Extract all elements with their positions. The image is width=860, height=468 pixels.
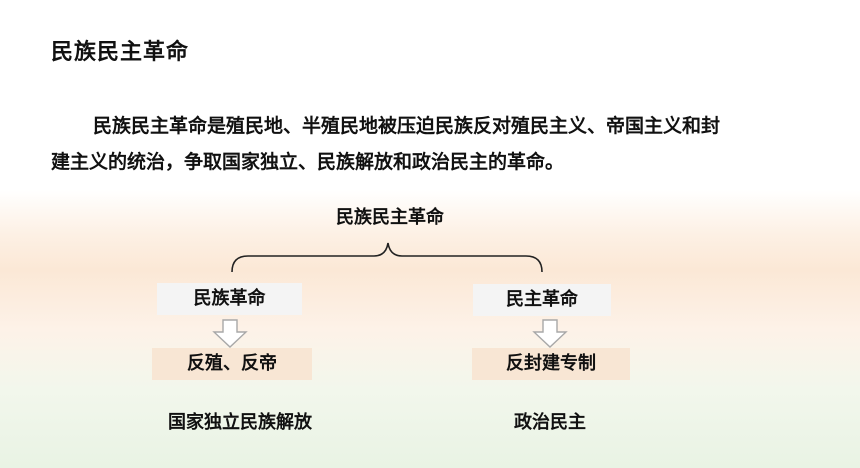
definition-line-1: 民族民主革命是殖民地、半殖民地被压迫民族反对殖民主义、帝国主义和封 [93, 115, 721, 137]
arrow-down-icon [532, 319, 568, 348]
brace-line [231, 242, 543, 273]
slide-title: 民族民主革命 [51, 39, 190, 65]
democratic-outcome-label: 政治民主 [514, 412, 586, 433]
diagram-root-label: 民族民主革命 [336, 207, 444, 228]
anti-feudal-goal-box: 反封建专制 [472, 348, 630, 380]
national-outcome-label: 国家独立民族解放 [168, 412, 312, 433]
definition-paragraph: 民族民主革命是殖民地、半殖民地被压迫民族反对殖民主义、帝国主义和封 建主义的统治… [51, 108, 811, 180]
national-revolution-box: 民族革命 [157, 283, 302, 315]
democratic-revolution-box: 民主革命 [473, 284, 611, 316]
definition-line-2: 建主义的统治，争取国家独立、民族解放和政治民主的革命。 [51, 151, 565, 173]
anti-colonial-goal-box: 反殖、反帝 [152, 348, 312, 380]
arrow-down-icon [212, 319, 248, 348]
